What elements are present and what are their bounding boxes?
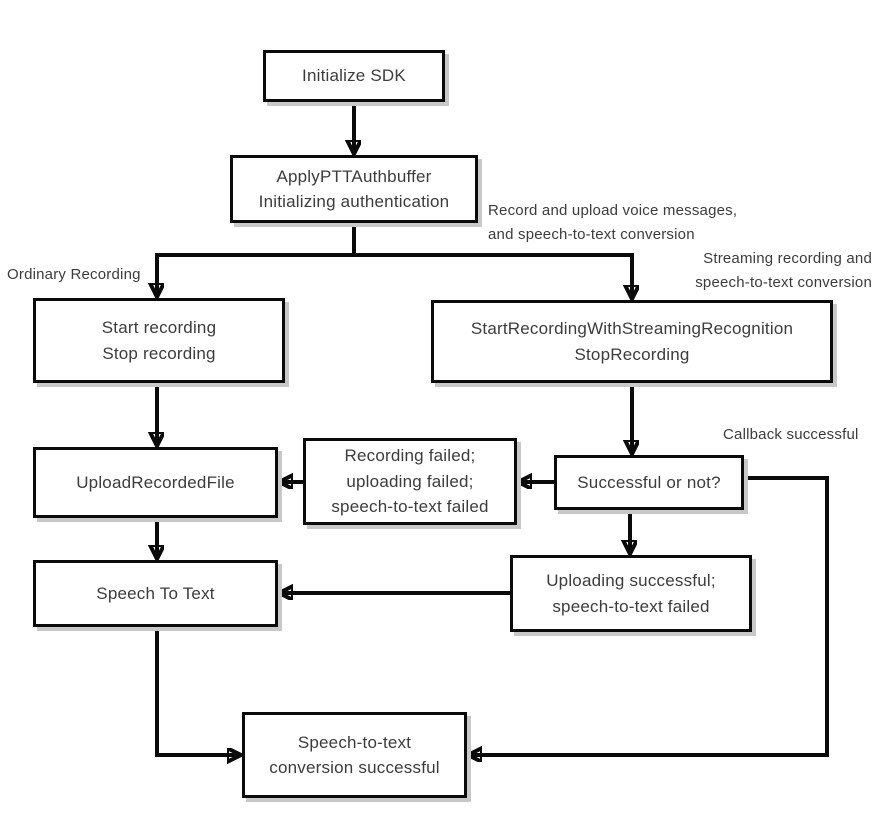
node-speech-to-text: Speech To Text (33, 560, 278, 627)
connector-stt-to-success (155, 625, 238, 755)
node-label: Speech-to-text (297, 732, 412, 752)
label-callback-successful: Callback successful (723, 423, 859, 447)
label-text: Record and upload voice messages, (488, 202, 738, 219)
node-label: Stop recording (102, 343, 216, 363)
node-start-stop-recording: Start recording Stop recording (33, 298, 285, 383)
label-streaming-note: Streaming recording and speech-to-text c… (695, 247, 872, 295)
connector-branch-to-streaming (354, 253, 632, 296)
node-upload-recorded-file: UploadRecordedFile (33, 447, 278, 518)
connector-branch-to-ordinary (157, 253, 354, 294)
node-initialize-sdk: Initialize SDK (263, 50, 445, 102)
node-label: conversion successful (269, 758, 440, 777)
node-label: speech-to-text failed (552, 596, 710, 616)
node-successful-or-not: Successful or not? (554, 455, 744, 510)
node-uploading-successful: Uploading successful; speech-to-text fai… (510, 555, 752, 632)
node-conversion-successful: Speech-to-text conversion successful (242, 712, 467, 798)
connector-callback-to-success (471, 476, 829, 755)
node-label: Start recording (101, 318, 217, 337)
label-text: speech-to-text conversion (695, 274, 872, 291)
node-label: Uploading successful; (546, 571, 716, 590)
node-streaming-recognition: StartRecordingWithStreamingRecognition S… (431, 300, 833, 383)
label-text: and speech-to-text conversion (488, 226, 695, 243)
node-label: Initializing authentication (258, 192, 450, 211)
node-label: Speech To Text (96, 583, 215, 603)
label-text: Callback successful (723, 426, 859, 443)
node-label: Initialize SDK (302, 66, 406, 86)
node-label: UploadRecordedFile (76, 472, 235, 492)
node-label: Successful or not? (577, 472, 721, 492)
label-text: Streaming recording and (703, 250, 872, 267)
node-label: speech-to-text failed (331, 497, 489, 517)
node-label: Recording failed; (344, 446, 476, 466)
node-label: uploading failed; (346, 471, 474, 491)
label-record-upload-note: Record and upload voice messages, and sp… (488, 199, 737, 247)
label-text: Ordinary Recording (7, 266, 141, 283)
node-label: StopRecording (574, 344, 690, 364)
node-recording-failed: Recording failed; uploading failed; spee… (303, 438, 517, 525)
node-apply-ptt-authbuffer: ApplyPTTAuthbuffer Initializing authenti… (230, 155, 478, 223)
node-label: StartRecordingWithStreamingRecognition (470, 319, 794, 338)
label-ordinary-recording: Ordinary Recording (7, 263, 141, 287)
node-label: ApplyPTTAuthbuffer (276, 166, 432, 186)
